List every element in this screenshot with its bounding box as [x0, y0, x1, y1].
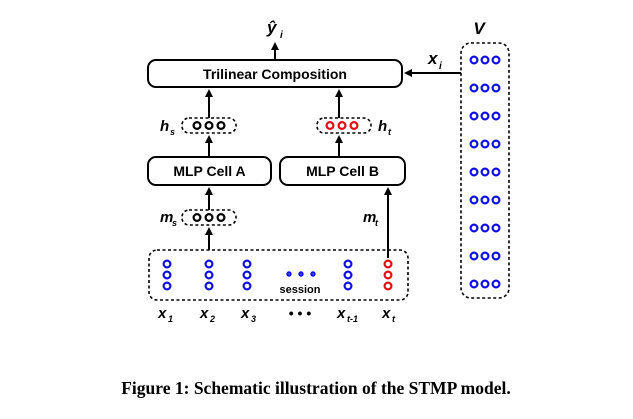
- h-t-container: [316, 117, 372, 134]
- session-item-dot: [162, 270, 172, 280]
- x-i-label: x: [427, 49, 439, 68]
- session-item-dot: [204, 281, 214, 291]
- v-embedding-dot: [480, 55, 490, 65]
- h-t-sub: t: [388, 127, 392, 137]
- session-item-dot: [242, 270, 252, 280]
- v-embedding-dot: [469, 139, 479, 149]
- input-x1-sub: 1: [168, 314, 173, 324]
- v-embedding-dot: [480, 223, 490, 233]
- m-s-dots: [192, 213, 226, 223]
- target-item-dot: [383, 270, 393, 280]
- v-embedding-dot: [480, 167, 490, 177]
- v-embedding-dot: [491, 195, 501, 205]
- v-embedding-dot: [469, 167, 479, 177]
- h-t-dots: [325, 120, 359, 130]
- h-s-container: [181, 117, 237, 134]
- v-embedding-dot: [480, 111, 490, 121]
- figure-caption: Figure 1: Schematic illustration of the …: [121, 378, 511, 398]
- v-embedding-dot: [480, 139, 490, 149]
- v-embedding-dot: [480, 251, 490, 261]
- mlp-cell-b-box: [279, 156, 406, 186]
- session-item-dot: [343, 281, 353, 291]
- mlp-b-label: MLP Cell B: [306, 163, 379, 179]
- v-embedding-dot: [491, 279, 501, 289]
- input-xt-1-sub: t-1: [347, 314, 358, 324]
- trilinear-label: Trilinear Composition: [203, 66, 347, 82]
- h-s-sub: s: [170, 127, 175, 137]
- v-embedding-dot: [491, 83, 501, 93]
- v-embedding-dot: [469, 223, 479, 233]
- input-x3-label: x: [240, 305, 250, 322]
- output-sub: i: [280, 30, 283, 41]
- v-embedding-dot: [480, 195, 490, 205]
- session-item-dot: [343, 270, 353, 280]
- mlp-a-label: MLP Cell A: [173, 163, 245, 179]
- session-dots: [162, 259, 393, 291]
- v-embedding-dot: [469, 55, 479, 65]
- input-xt-1-label: x: [336, 305, 346, 322]
- input-xt-sub: t: [392, 314, 396, 324]
- mlp-cell-a-box: [147, 156, 272, 186]
- input-ellipsis: • • •: [289, 305, 312, 321]
- session-item-dot: [242, 259, 252, 269]
- target-item-dot: [383, 281, 393, 291]
- v-embedding-dot: [480, 83, 490, 93]
- input-x2-label: x: [199, 305, 209, 322]
- v-embedding-dot: [491, 223, 501, 233]
- trilinear-composition-box: [147, 59, 403, 88]
- session-item-dot: [162, 259, 172, 269]
- v-dots-group: [469, 55, 501, 289]
- input-labels: x 1 x 2 x 3 • • • x t-1 x t: [157, 305, 396, 324]
- v-embedding-dot: [469, 251, 479, 261]
- target-item-dot: [383, 259, 393, 269]
- input-x1-label: x: [157, 305, 167, 322]
- input-x3-sub: 3: [251, 314, 256, 324]
- h-t-label: h: [378, 118, 387, 135]
- m-s-label: m: [160, 209, 173, 226]
- v-embedding-dot: [491, 167, 501, 177]
- v-embedding-dot: [480, 279, 490, 289]
- item-embedding-matrix: [460, 42, 510, 299]
- input-x2-sub: 2: [209, 314, 215, 324]
- x-i-sub: i: [439, 61, 442, 72]
- session-item-dot: [242, 281, 252, 291]
- session-container: [148, 249, 409, 301]
- m-t-label: m: [363, 209, 376, 226]
- m-s-sub: s: [172, 218, 177, 228]
- v-embedding-dot: [469, 195, 479, 205]
- v-embedding-dot: [491, 111, 501, 121]
- v-embedding-dot: [491, 251, 501, 261]
- session-ellipsis-dots: [286, 271, 316, 277]
- session-item-dot: [204, 270, 214, 280]
- session-item-dot: [204, 259, 214, 269]
- v-embedding-dot: [469, 83, 479, 93]
- session-item-dot: [162, 281, 172, 291]
- v-embedding-dot: [491, 55, 501, 65]
- h-s-dots: [192, 120, 226, 130]
- v-embedding-dot: [491, 139, 501, 149]
- v-label: V: [473, 19, 486, 38]
- session-label: session: [280, 284, 321, 296]
- session-item-dot: [343, 259, 353, 269]
- output-label: ŷ: [266, 18, 278, 37]
- h-s-label: h: [160, 118, 169, 135]
- v-embedding-dot: [469, 279, 479, 289]
- m-t-sub: t: [375, 218, 379, 228]
- input-xt-label: x: [381, 305, 391, 322]
- v-embedding-dot: [469, 111, 479, 121]
- m-s-container: [181, 209, 237, 226]
